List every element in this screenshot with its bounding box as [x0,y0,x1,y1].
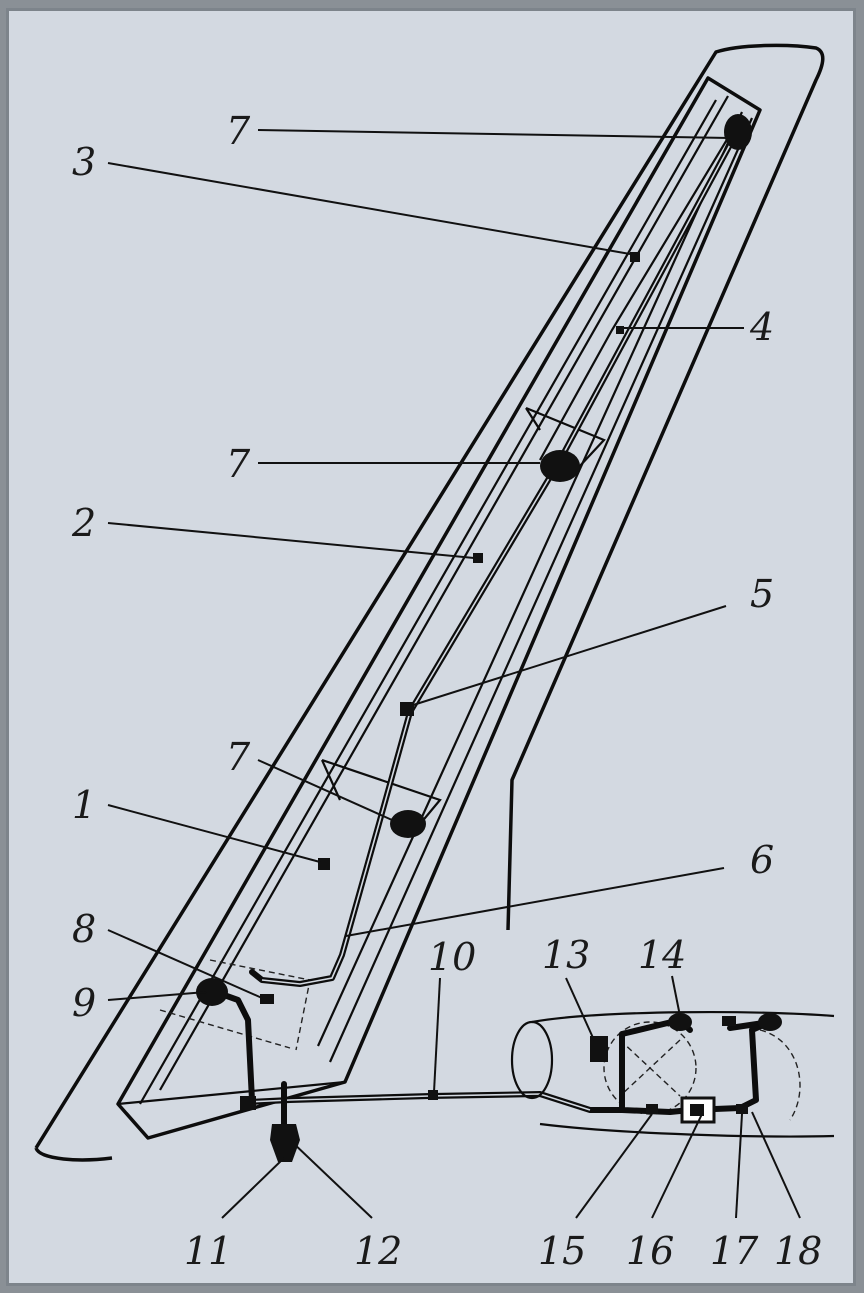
callout-7-middle: 7 [226,442,251,486]
fuel-control [668,1013,692,1031]
components [196,114,752,1162]
callout-4: 4 [749,305,774,349]
callout-17: 17 [710,1229,759,1273]
drain-valve [270,1124,300,1162]
valve-8 [260,994,274,1004]
sensor-2 [473,553,483,563]
callout-13: 13 [542,933,590,977]
sensor-3 [630,252,640,262]
callout-10: 10 [428,935,476,979]
callout-14: 14 [638,933,686,977]
callout-3: 3 [72,140,96,184]
fuel-tank-box [116,76,762,1140]
callout-labels: 7 3 4 7 2 5 7 1 6 8 10 13 14 9 11 12 15 … [71,109,822,1273]
leader-lines [107,129,801,1219]
sensor-4 [616,326,624,334]
fuel-filter [590,1036,608,1062]
valve-5 [400,702,414,716]
callout-18: 18 [774,1229,822,1273]
main-fuel-line [207,117,741,1153]
boost-pump [196,978,228,1006]
fitting-10 [428,1090,438,1100]
callout-12: 12 [354,1229,402,1273]
pump-top [724,114,752,150]
callout-7-top: 7 [226,109,251,153]
pump-middle [540,450,580,482]
callout-6: 6 [750,838,774,882]
callout-15: 15 [538,1229,586,1273]
wing-outline [34,43,825,1162]
callout-2: 2 [71,501,96,545]
callout-16: 16 [626,1229,674,1273]
callout-8: 8 [72,907,96,951]
callout-7-lower: 7 [226,735,251,779]
sensor-1 [318,858,330,870]
callout-11: 11 [184,1229,232,1273]
pump-lower [390,810,426,838]
callout-1: 1 [72,783,96,827]
callout-5: 5 [750,572,774,616]
callout-9: 9 [72,981,96,1025]
engine-nacelle [510,1010,835,1138]
